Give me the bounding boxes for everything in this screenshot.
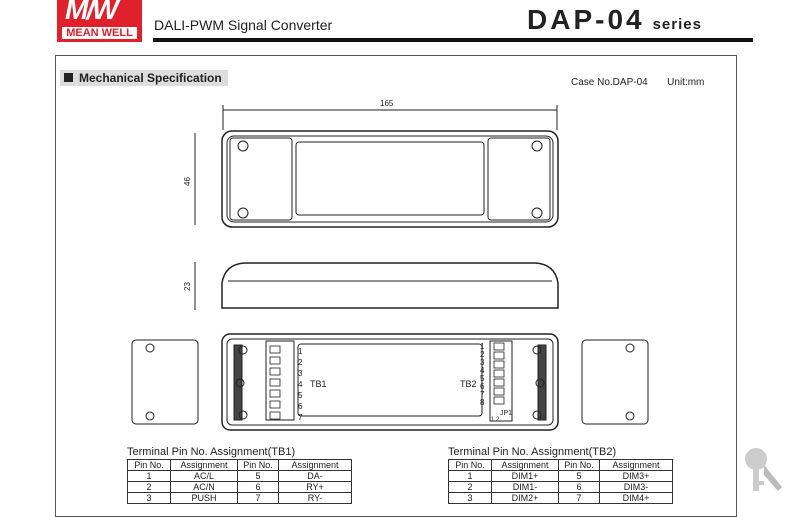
width-dimension: 165 [380,99,394,108]
tb1-pin-label: 7 [298,413,303,422]
tb1-pin-label: 2 [298,358,303,367]
cell: DA- [278,470,352,482]
table-header: Assignment [491,459,559,471]
cell: DIM1+ [491,470,559,482]
cell: 7 [558,492,600,504]
section-title: Mechanical Specification [79,71,222,85]
cell: 5 [237,470,279,482]
table-header: Pin No. [558,459,600,471]
cell: 1 [448,470,492,482]
cell: 7 [237,492,279,504]
cell: PUSH [170,492,238,504]
jp1-label: JP1 [500,410,512,417]
cell: DIM2+ [491,492,559,504]
case-info: Case No.DAP-04 Unit:mm [571,77,704,88]
depth-dimension: 23 [183,282,192,291]
mechanical-drawing: 165 46 23 1 2 3 4 5 6 7 TB1 1 2 3 4 5 6 … [131,99,649,431]
tb2-pin-label: 7 [480,390,485,399]
cell: AC/L [170,470,238,482]
tb1-pin-label: 4 [298,380,303,389]
tb2-pin-label: 8 [480,398,485,407]
section-heading: Mechanical Specification [60,70,228,86]
tb2-pin-label: 5 [480,374,485,383]
tb2-table-title: Terminal Pin No. Assignment(TB2) [448,446,617,458]
logo-mark: M/W [65,0,119,25]
bullet-icon [64,73,73,82]
jp1-pins: 1 2 [491,417,500,423]
tb2-pin-label: 6 [480,382,485,391]
document-title: DALI-PWM Signal Converter [154,17,333,33]
mean-well-logo: M/W MEAN WELL [57,0,142,42]
tb1-label: TB1 [310,379,327,389]
tb2-section: Terminal Pin No. Assignment(TB2) Pin No.… [448,446,673,504]
cell: DIM3+ [599,470,673,482]
height-dimension: 46 [183,177,192,186]
tb1-pin-label: 3 [298,369,303,378]
logo-brand: MEAN WELL [62,27,137,39]
cell: DIM4+ [599,492,673,504]
cell: AC/N [170,481,238,493]
cell: RY- [278,492,352,504]
table-header: Assignment [599,459,673,471]
tb1-pin-label: 6 [298,402,303,411]
table-header: Pin No. [448,459,492,471]
cell: DIM3- [599,481,673,493]
table-header: Pin No. [127,459,171,471]
cell: DIM1- [491,481,559,493]
tb2-pin-label: 4 [480,366,485,375]
tb1-table-title: Terminal Pin No. Assignment(TB1) [127,446,296,458]
tb2-pin-label: 1 [480,342,485,351]
tb1-pin-label: 5 [298,391,303,400]
cell: 1 [127,470,171,482]
model-name: DAP-04 series [527,4,702,36]
tb2-label: TB2 [460,379,477,389]
tb2-pin-label: 2 [480,350,485,359]
keys-icon [745,448,782,491]
table-header: Pin No. [237,459,279,471]
cell: 3 [127,492,171,504]
table-header: Assignment [278,459,352,471]
model-suffix: series [652,16,702,33]
tb2-pin-label: 3 [480,358,485,367]
case-number: Case No.DAP-04 [571,77,648,88]
cell: 2 [448,481,492,493]
cell: 2 [127,481,171,493]
tb1-pin-label: 1 [298,347,303,356]
cell: 5 [558,470,600,482]
cell: 6 [237,481,279,493]
cell: 6 [558,481,600,493]
tb1-section: Terminal Pin No. Assignment(TB1) Pin No.… [127,446,352,504]
cell: 3 [448,492,492,504]
cell: RY+ [278,481,352,493]
model-number: DAP-04 [527,4,645,35]
header-rule [153,38,753,42]
table-header: Assignment [170,459,238,471]
unit: Unit:mm [667,77,705,88]
